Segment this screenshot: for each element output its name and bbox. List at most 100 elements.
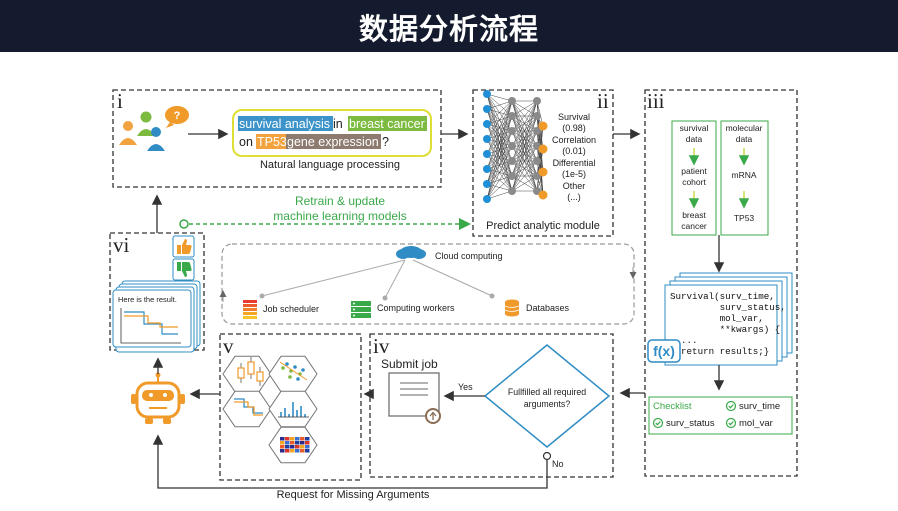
query-gene-expression: gene expression (287, 135, 379, 149)
map-mrna: mRNA (731, 170, 756, 180)
nn-node (483, 150, 491, 158)
nn-node (508, 172, 516, 180)
function-icon: f(x) (647, 339, 681, 363)
nn-node (538, 144, 548, 154)
predict-module-label: Predict analytic module (486, 220, 600, 232)
section-label-v: v (223, 334, 234, 358)
nn-output-other-value: (...) (567, 192, 581, 202)
link-cloud-scheduler (261, 259, 406, 297)
mapping-right-column: molecular data mRNA TP53 (720, 120, 769, 236)
section-label-vi: vi (113, 233, 130, 257)
link-cloud-databases (412, 259, 493, 297)
query-survival-analysis: survival analysis (239, 117, 330, 131)
request-missing-label: Request for Missing Arguments (277, 489, 430, 501)
map-tp53: TP53 (734, 213, 755, 223)
nn-node (483, 180, 491, 188)
decision-line-1: Fullfilled all required (508, 387, 586, 397)
mapping-left-column: survival data patient cohort breast canc… (671, 120, 717, 236)
nn-output-differential: Differential (553, 158, 596, 168)
nn-node (538, 167, 548, 177)
code-line-3: mol_var, (670, 313, 764, 324)
analysis-hexagons (222, 355, 318, 464)
section-ii-box (472, 89, 614, 237)
analysis-hexagon (222, 390, 272, 428)
computing-workers-icon (351, 301, 371, 318)
workflow-diagram: i ? survival analysis in breast cancer o… (109, 89, 798, 501)
nn-node (538, 121, 548, 131)
result-card-stack: Here is the result. (112, 280, 201, 353)
no-label: No (552, 459, 564, 469)
query-on: on (239, 135, 253, 149)
submit-job-document-icon (388, 372, 441, 424)
map-molecular-data: data (736, 134, 753, 144)
nn-output-differential-value: (1e-5) (562, 169, 586, 179)
check-icon (652, 417, 664, 429)
result-text: Here is the result. (118, 295, 177, 304)
nn-output-correlation: Correlation (552, 135, 596, 145)
section-i-box (112, 89, 442, 188)
query-box: survival analysis in breast cancer on TP… (232, 109, 432, 157)
nn-node (508, 187, 516, 195)
section-iv-box (369, 333, 614, 478)
neural-network-icon (483, 90, 548, 203)
query-in: in (333, 117, 343, 131)
query-question-mark: ? (382, 135, 389, 149)
analysis-hexagon (268, 355, 318, 393)
checklist-item-surv-time: surv_time (739, 401, 780, 412)
nn-node (483, 195, 491, 203)
page-title: 数据分析流程 (358, 12, 539, 46)
analysis-hexagon (222, 355, 272, 393)
nn-node (533, 112, 541, 120)
map-survival: survival (680, 123, 709, 133)
databases-label: Databases (526, 303, 570, 313)
nn-node (508, 112, 516, 120)
nn-node (533, 97, 541, 105)
no-branch-dot (542, 451, 552, 461)
nlp-label: Natural language processing (260, 159, 400, 171)
computing-workers-label: Computing workers (377, 303, 455, 313)
nn-node (508, 97, 516, 105)
yes-label: Yes (458, 382, 473, 392)
map-breast: breast (682, 210, 706, 220)
arrow-request-missing (152, 434, 548, 489)
check-icon (725, 400, 737, 412)
map-patient: patient (681, 166, 707, 176)
code-line-4: **kwargs) { (670, 324, 780, 335)
section-label-i: i (117, 89, 123, 113)
nn-node (533, 157, 541, 165)
nn-node (538, 190, 548, 200)
nn-output-survival-value: (0.98) (562, 123, 586, 133)
retrain-label-line1: Retrain & update (295, 194, 385, 208)
nn-output-survival: Survival (558, 112, 590, 122)
job-scheduler-icon (243, 300, 257, 319)
databases-icon (504, 299, 520, 317)
query-tp53: TP53 (257, 135, 287, 149)
query-breast-cancer: breast cancer (349, 117, 425, 131)
retrain-start-dot (179, 219, 189, 229)
section-label-iv: iv (373, 334, 390, 358)
code-line-1: Survival(surv_time, (670, 291, 775, 302)
thumbs-down-icon (172, 258, 195, 281)
nn-output-labels: Survival (0.98) Correlation (0.01) Diffe… (552, 112, 596, 202)
checklist-item-mol-var: mol_var (739, 418, 773, 429)
nn-node (483, 90, 491, 98)
nn-node (483, 135, 491, 143)
submit-job-label: Submit job (381, 357, 438, 371)
map-cancer: cancer (681, 221, 707, 231)
retrain-label-line2: machine learning models (273, 209, 406, 223)
header-bar (0, 0, 898, 52)
checklist-item-surv-status: surv_status (666, 418, 715, 429)
code-line-6: return results;} (670, 346, 769, 357)
decision-diamond: Fullfilled all required arguments? (483, 344, 611, 448)
section-iii-box (644, 89, 798, 477)
check-icon (725, 417, 737, 429)
nn-node (508, 127, 516, 135)
nn-output-other: Other (563, 181, 586, 191)
section-label-iii: iii (647, 89, 665, 113)
svg-text:f(x): f(x) (653, 343, 675, 359)
nn-node (483, 105, 491, 113)
checklist-box: Checklist surv_time surv_status mol_var (648, 396, 793, 435)
users-icon (119, 111, 165, 151)
code-card-stack: Survival(surv_time, surv_status, mol_var… (664, 272, 793, 366)
nn-node (483, 120, 491, 128)
